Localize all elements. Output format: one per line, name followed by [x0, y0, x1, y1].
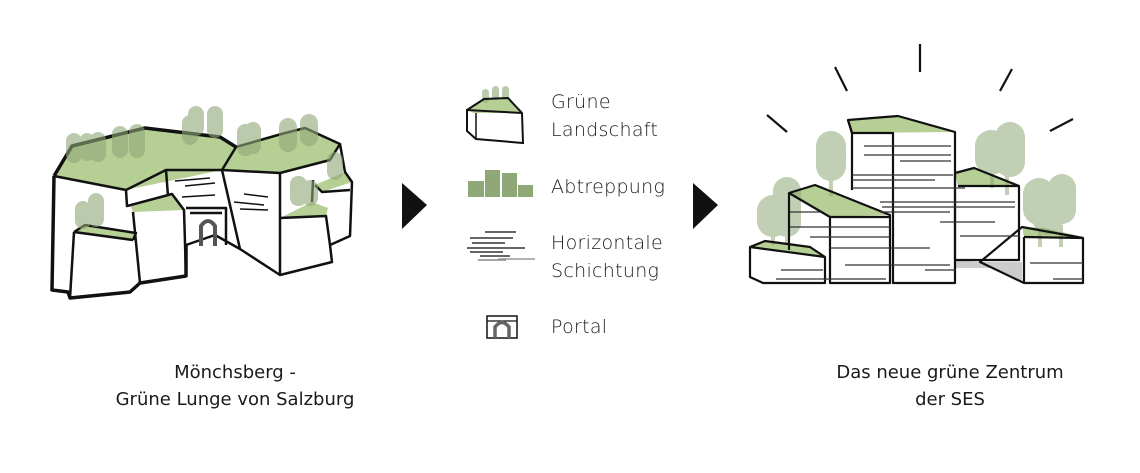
- legend-label: Grüne: [551, 91, 611, 113]
- legend-label: Landschaft: [551, 119, 659, 141]
- portal-icon: [486, 315, 518, 339]
- legend-label: Portal: [551, 316, 608, 338]
- horizontal-layering-icon: [467, 231, 535, 261]
- right-caption: Das neue grüne Zentrum der SES: [790, 359, 1110, 413]
- legend-item-horizontal-layering: Horizontale Schichtung: [551, 229, 663, 285]
- arrow-right-icon: [402, 183, 427, 229]
- arrow-right-icon: [693, 183, 718, 229]
- stepped-terracing-icon: [468, 170, 533, 197]
- ses-illustration: [748, 44, 1085, 285]
- right-caption-line-1: Das neue grüne Zentrum: [836, 362, 1064, 383]
- legend-label: Horizontale: [551, 232, 664, 254]
- legend-item-stepped-terracing: Abtreppung: [551, 173, 665, 201]
- legend-item-green-landscape: Grüne Landschaft: [551, 88, 658, 144]
- left-caption-line-2: Grüne Lunge von Salzburg: [115, 389, 355, 410]
- moenchsberg-illustration: [50, 106, 354, 300]
- left-caption-line-1: Mönchsberg -: [174, 362, 296, 383]
- right-caption-line-2: der SES: [915, 389, 985, 410]
- legend-label: Schichtung: [551, 260, 660, 282]
- left-caption: Mönchsberg - Grüne Lunge von Salzburg: [60, 359, 410, 413]
- legend-item-portal: Portal: [551, 313, 607, 341]
- legend-label: Abtreppung: [551, 176, 666, 198]
- green-landscape-icon: [466, 86, 525, 145]
